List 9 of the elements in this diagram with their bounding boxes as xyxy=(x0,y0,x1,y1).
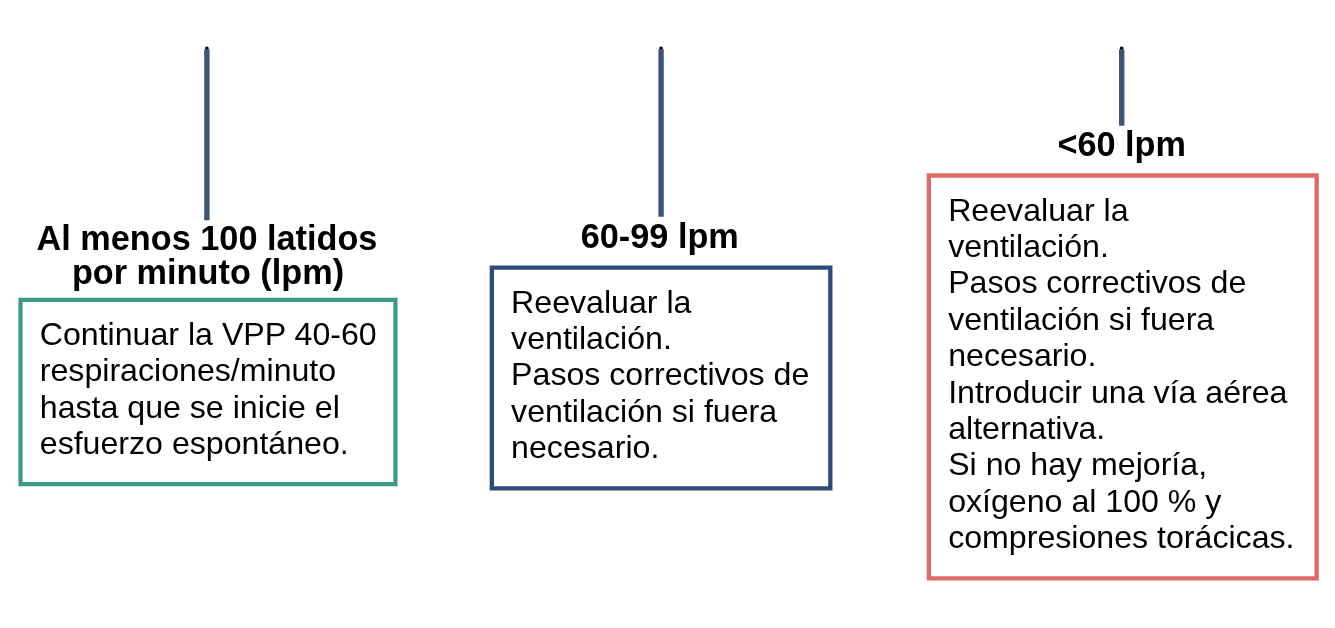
node-box: Continuar la VPP 40-60 respiraciones/minuto hasta que se inicie el esfuerzo espontáneo. xyxy=(18,297,398,487)
connector xyxy=(1119,49,1125,126)
connector xyxy=(658,49,664,217)
node-box: Reevaluar la ventilación. Pasos correctivos de ventilación si fuera necesario. Introducir una vía aérea alternativa. Si no hay mejoría, oxígeno al 100 % y compresiones torácicas. xyxy=(926,173,1319,581)
node-label: 60-99 lpm xyxy=(580,216,739,255)
node-box: Reevaluar la ventilación. Pasos correctivos de ventilación si fuera necesario. xyxy=(489,265,833,491)
node-label: Al menos 100 latidos por minuto (lpm) xyxy=(36,219,378,292)
node-label: <60 lpm xyxy=(1057,124,1186,163)
connector xyxy=(204,49,210,221)
